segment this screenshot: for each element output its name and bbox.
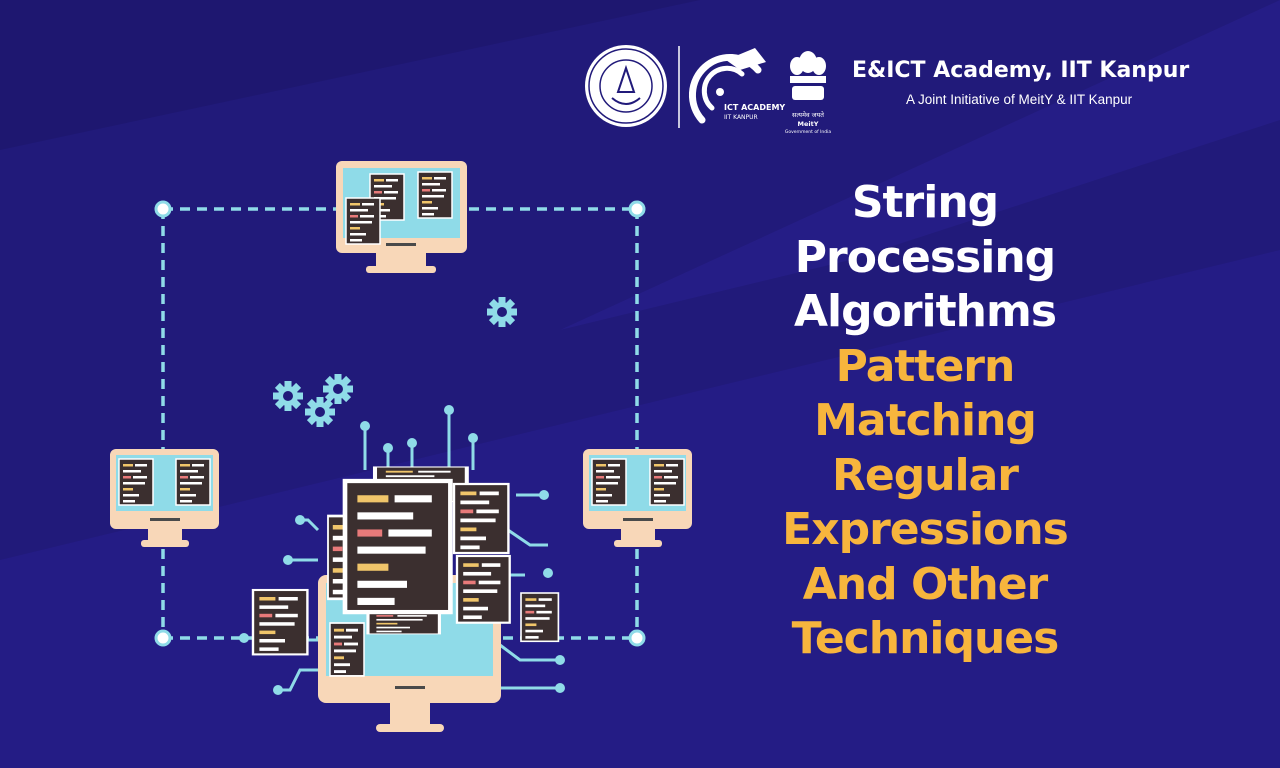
ict-academy-logo: ICT ACADEMY IIT KANPUR (689, 48, 785, 124)
course-title-line: String (851, 177, 999, 228)
bg-band (0, 0, 700, 150)
course-subtitle-line: Expressions (782, 504, 1069, 555)
ict-logo-line2: IIT KANPUR (724, 114, 758, 121)
monitor-top-icon (336, 161, 467, 273)
monitor-right-icon (583, 449, 692, 547)
course-subtitle-line: Regular (831, 449, 1019, 501)
circuit-lines (240, 412, 560, 692)
ict-logo-line1: ICT ACADEMY (724, 103, 785, 112)
course-subtitle-line: Pattern (835, 340, 1016, 392)
bg-band (560, 0, 1280, 330)
emblem-motto: सत्यमेव जयते (792, 111, 824, 119)
network-nodes (154, 200, 646, 647)
gear-icon (273, 297, 517, 427)
emblem-govt: Government of India (785, 129, 832, 135)
monitor-left-icon (110, 449, 219, 547)
course-title-block: String Processing Algorithms Pattern Mat… (760, 176, 1090, 667)
national-emblem-logo: सत्यमेव जयते MeitY Government of India (785, 51, 832, 135)
course-title-line: Algorithms (793, 286, 1057, 337)
course-subtitle-line: And Other (802, 558, 1049, 610)
course-subtitle-line: Matching (814, 395, 1037, 446)
academy-name: E&ICT Academy, IIT Kanpur (852, 58, 1190, 83)
course-title-line: Processing (794, 231, 1056, 283)
emblem-meity: MeitY (798, 120, 819, 128)
academy-tagline: A Joint Initiative of MeitY & IIT Kanpur (906, 92, 1133, 107)
iitk-seal-logo (585, 45, 667, 127)
course-subtitle-line: Techniques (791, 613, 1060, 664)
